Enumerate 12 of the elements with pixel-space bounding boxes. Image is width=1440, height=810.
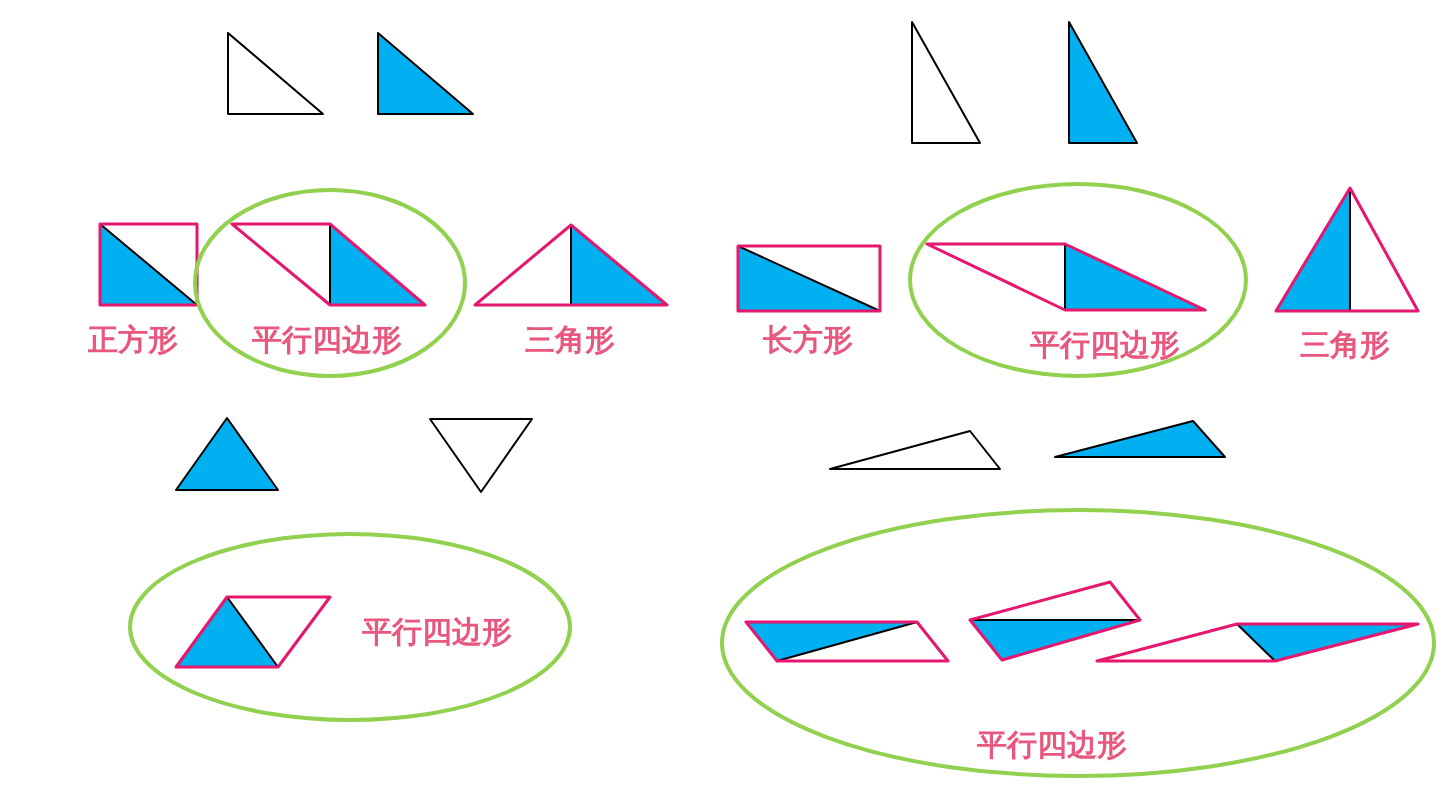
shape-name: 平行四边形: [1030, 325, 1180, 364]
shape-name: 平行四边形: [252, 320, 402, 359]
shape-name: 正方形: [88, 320, 178, 359]
shape-name: 三角形: [525, 320, 615, 359]
oval: [908, 182, 1248, 378]
oval: [720, 508, 1436, 778]
shape-name: 平行四边形: [977, 725, 1127, 764]
shape-name: 三角形: [1300, 325, 1390, 364]
oval: [193, 188, 467, 378]
shape-name: 长方形: [763, 320, 853, 359]
oval: [128, 532, 572, 722]
shape-name: 平行四边形: [362, 612, 512, 651]
